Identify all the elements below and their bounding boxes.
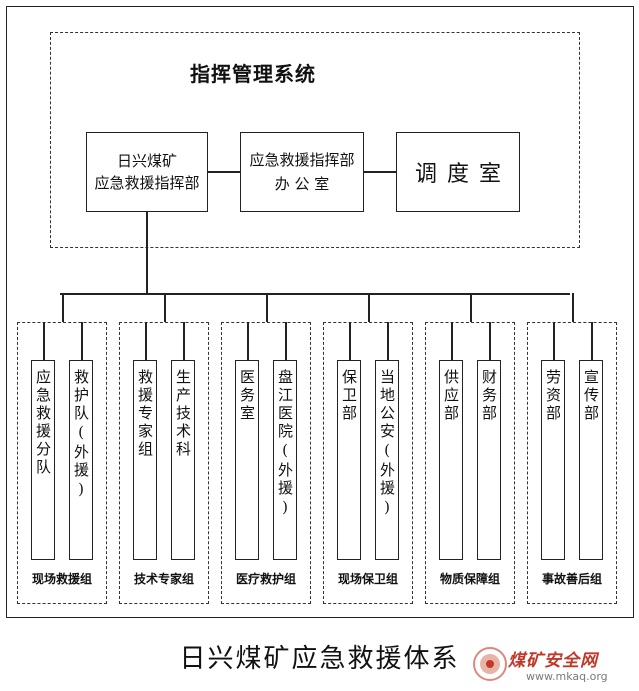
unit-label: 应急救援分队: [34, 369, 52, 477]
group-label: 医疗救护组: [235, 572, 296, 586]
group-frame: [221, 322, 311, 604]
group-frame: [425, 322, 515, 604]
unit-box: 当地公安(外援): [375, 360, 399, 560]
unit-connector: [591, 322, 593, 360]
watermark-url: www.mkaq.org: [526, 670, 608, 683]
watermark-logo-icon: [473, 647, 507, 681]
unit-connector: [489, 322, 491, 360]
group-connector: [368, 293, 370, 322]
group-label: 事故善后组: [541, 572, 602, 586]
group-connector: [572, 293, 574, 322]
group-frame: [17, 322, 107, 604]
group-label: 现场救援组: [31, 572, 92, 586]
unit-box: 生产技术科: [171, 360, 195, 560]
unit-connector: [247, 322, 249, 360]
group-label: 技术专家组: [133, 572, 194, 586]
unit-box: 财务部: [477, 360, 501, 560]
unit-connector: [285, 322, 287, 360]
unit-connector: [183, 322, 185, 360]
unit-box: 供应部: [439, 360, 463, 560]
group-frame: [527, 322, 617, 604]
unit-box: 医务室: [235, 360, 259, 560]
command-system-frame: [50, 32, 580, 248]
unit-connector: [43, 322, 45, 360]
group-connector: [62, 293, 64, 322]
group-connector: [164, 293, 166, 322]
unit-box: 盘江医院(外援): [273, 360, 297, 560]
command-system-title: 指挥管理系统: [190, 62, 316, 86]
unit-box: 应急救援分队: [31, 360, 55, 560]
outer-frame: [6, 6, 634, 618]
dispatch-box: 调度室: [396, 132, 520, 212]
group-connector: [266, 293, 268, 322]
unit-label: 财务部: [480, 369, 498, 423]
unit-label: 宣传部: [582, 369, 600, 423]
unit-connector: [145, 322, 147, 360]
unit-connector: [451, 322, 453, 360]
hq-line-2: 应急救援指挥部: [94, 174, 200, 192]
watermark-text: 煤矿安全网: [508, 651, 598, 671]
unit-label: 医务室: [238, 369, 256, 423]
unit-label: 盘江医院(外援): [276, 369, 294, 519]
unit-connector: [349, 322, 351, 360]
office-line-1: 应急救援指挥部: [249, 151, 355, 169]
office-box: 应急救援指挥部 办 公 室: [240, 132, 364, 212]
hq-box: 日兴煤矿 应急救援指挥部: [86, 132, 208, 212]
unit-label: 生产技术科: [174, 369, 192, 459]
bus-line: [60, 293, 570, 295]
office-line-2: 办 公 室: [274, 175, 330, 193]
connector-office-dispatch: [364, 171, 396, 173]
unit-connector: [387, 322, 389, 360]
unit-box: 劳资部: [541, 360, 565, 560]
group-frame: [323, 322, 413, 604]
connector-hq-office: [208, 171, 240, 173]
unit-label: 救援专家组: [136, 369, 154, 459]
trunk-line: [146, 212, 148, 294]
watermark: 煤矿安全网 www.mkaq.org: [470, 640, 635, 688]
unit-label: 劳资部: [544, 369, 562, 423]
group-label: 现场保卫组: [337, 572, 398, 586]
dispatch-label: 调度室: [414, 162, 511, 187]
group-frame: [119, 322, 209, 604]
unit-box: 保卫部: [337, 360, 361, 560]
diagram-caption: 日兴煤矿应急救援体系: [179, 644, 460, 674]
unit-connector: [81, 322, 83, 360]
hq-line-1: 日兴煤矿: [116, 152, 177, 170]
unit-box: 救援专家组: [133, 360, 157, 560]
unit-label: 救护队(外援): [72, 369, 90, 501]
unit-box: 宣传部: [579, 360, 603, 560]
group-label: 物质保障组: [439, 572, 500, 586]
unit-box: 救护队(外援): [69, 360, 93, 560]
unit-label: 保卫部: [340, 369, 358, 423]
unit-label: 当地公安(外援): [378, 369, 396, 519]
group-connector: [470, 293, 472, 322]
unit-connector: [553, 322, 555, 360]
unit-label: 供应部: [442, 369, 460, 423]
